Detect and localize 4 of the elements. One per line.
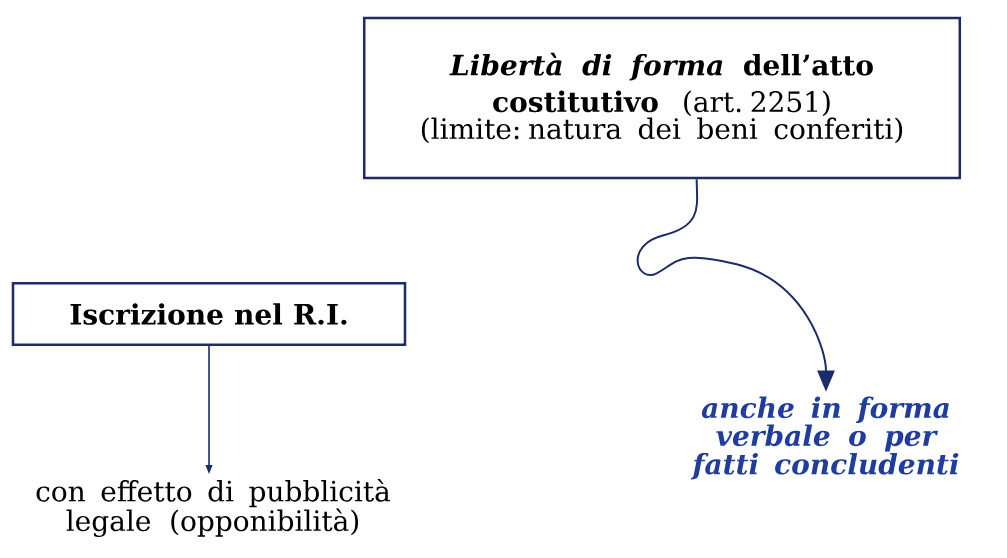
heading-box: Libertà di forma dell’atto costitutivo (art. 2251) (limite: natura dei beni conferiti)	[362, 16, 962, 180]
process-box: Iscrizione nel R.I.	[11, 282, 407, 346]
result-text: con effetto di pubblicità legale (opponibilità)	[36, 478, 391, 538]
result-text: anche in forma verbale o per fatti concludenti	[690, 396, 959, 480]
